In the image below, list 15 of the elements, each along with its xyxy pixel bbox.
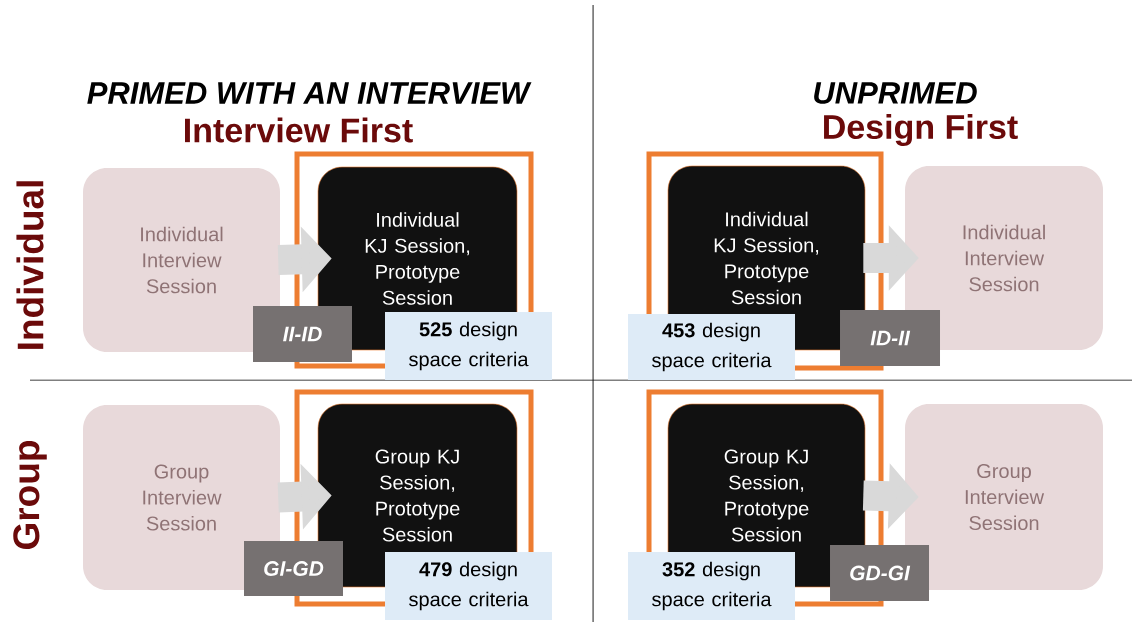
condition-tag: II-ID: [253, 306, 352, 362]
session-box: Individual Interview Session: [83, 168, 280, 352]
condition-tag: ID-II: [840, 310, 940, 366]
row-title: Individual: [16, 181, 44, 349]
column-heading: PRIMED WITH AN INTERVIEW: [87, 82, 532, 104]
column-heading: UNPRIMED: [814, 82, 977, 104]
criteria-box: 453 design space criteria: [628, 314, 795, 380]
condition-tag: GI-GD: [244, 541, 343, 596]
criteria-box: 525 design space criteria: [385, 312, 552, 380]
criteria-box: 352 design space criteria: [628, 552, 795, 620]
column-title: Design First: [824, 114, 1018, 146]
condition-tag: GD-GI: [830, 545, 929, 601]
column-title: Interview First: [185, 117, 413, 143]
criteria-box: 479 design space criteria: [385, 552, 552, 620]
row-title: Group: [13, 441, 47, 549]
